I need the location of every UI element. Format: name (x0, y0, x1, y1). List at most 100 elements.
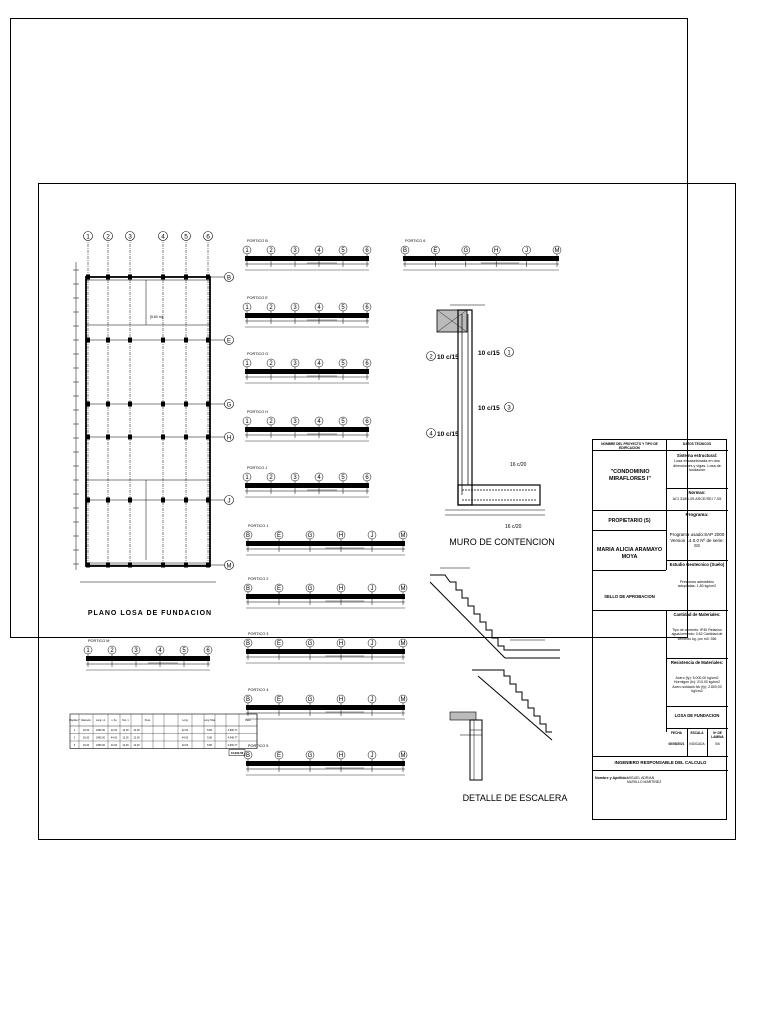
plan-row-axis-bubble (224, 272, 234, 282)
table-cell: 2450.00 (96, 729, 106, 732)
tb-cantidad-title: Cantidad de Materiales: (673, 612, 721, 617)
tb-engineer-name: MIGUEL ADRIAN MURILLO MARTINEZ (627, 776, 662, 785)
tb-engineer-title: INGENIERO RESPONSABLE DEL CALCULO (614, 760, 707, 765)
tb-header-right: DATOS TECNICOS (682, 442, 712, 446)
muro-label-2: 10 c/15 (478, 350, 500, 357)
table-cell: 44.00 (182, 737, 189, 740)
plan-dim-small: [5.60 m] (150, 315, 163, 319)
portico-axis-label: 2 (269, 419, 273, 425)
portico-axis-label: 4 (317, 475, 321, 481)
muro-label-6: 16 c/20 (505, 524, 522, 530)
plan-row-axis-label: B (227, 276, 231, 282)
table-header-cell: n. Fe (111, 719, 117, 722)
table-cell: 22.00 (111, 729, 118, 732)
table-cell: 4,948.77 (228, 737, 238, 740)
table-cell: 12.00 (122, 744, 129, 747)
portico-axis-label: E (277, 586, 281, 592)
table-header-cell: Peso (145, 719, 151, 722)
portico-axis-label: 1 (245, 305, 249, 311)
table-cell: 22.00 (182, 744, 189, 747)
table-cell: 16.00 (83, 744, 90, 747)
portico-axis-label: M (401, 753, 406, 759)
portico-axis-label: H (339, 697, 343, 703)
muro-label-3: 10 c/15 (478, 405, 500, 412)
tb-resistencia-text: Acero (fy): 5.000,00 kg/cm2 Hormigon (fc… (672, 676, 722, 694)
muro-label-4: 10 c/15 (437, 431, 459, 438)
portico-axis-label: 6 (365, 305, 369, 311)
portico-axis-label: 1 (245, 419, 249, 425)
tb-project-name: "CONDOMINIO MIRAFLORES I" (608, 469, 652, 482)
table-cell: 4,900.77 (228, 729, 238, 732)
tb-programa-title: Programa: (685, 512, 709, 517)
plan-row-axis-bubble (224, 432, 234, 442)
portico-axis-label: E (277, 753, 281, 759)
tb-owner-label: PROPIETARIO (S) (608, 518, 651, 524)
table-header-cell: Long (182, 719, 188, 722)
portico-axis-label: H (339, 533, 343, 539)
tb-lamina-value: 5/6 (715, 742, 720, 746)
plan-col-axis-bubble (181, 231, 191, 241)
table-header-cell: Long Total (204, 719, 215, 722)
table-cell: 5.58 (207, 737, 212, 740)
portico-axis-label: B (246, 586, 250, 592)
plan-title: PLANO LOSA DE FUNDACION (88, 610, 212, 617)
portico-axis-label: M (555, 248, 560, 254)
tb-owner-name: MARIA ALICIA ARAMAYO MOYA (596, 547, 663, 560)
portico-label: PORTICO 4 (248, 688, 268, 692)
tb-header-left: NOMBRE DEL PROYECTO Y TIPO DE EDIFICACIO… (601, 442, 658, 450)
table-cell: 5.58 (207, 729, 212, 732)
plan-col-axis-label: 3 (128, 234, 132, 241)
tb-escala-value: INDICADA (689, 742, 705, 746)
muro-mark-3: 3 (507, 406, 511, 412)
portico-axis-label: 4 (317, 248, 321, 254)
tb-normas-text: ACI 318S-05 ASCE/SEI 7-05 (672, 497, 722, 501)
plan-col-axis-label: 4 (161, 234, 165, 241)
table-header-cell: Planilla n° (69, 719, 80, 722)
tb-normas-title: Normas: (688, 490, 706, 495)
plan-row-axis-label: M (227, 564, 232, 570)
portico-axis-label: 5 (341, 475, 345, 481)
portico-label: PORTICO H (247, 410, 268, 414)
portico-axis-label: B (246, 753, 250, 759)
portico-axis-label: G (308, 753, 313, 759)
tb-estudio-text: Presiones admisibles adoptadas: 1.80 kg/… (677, 580, 717, 589)
portico-axis-label: 5 (341, 305, 345, 311)
tb-sistema-text: Losa encasetonada en dos direcciones y v… (673, 459, 721, 473)
portico-axis-label: 3 (293, 419, 297, 425)
portico-axis-label: H (339, 753, 343, 759)
stair-detail: DETALLE DE ESCALERA (429, 567, 567, 803)
portico-axis-label: 1 (245, 361, 249, 367)
plan-col-axis-label: 2 (106, 234, 110, 241)
portico-axis-label: B (403, 248, 407, 254)
portico-label: PORTICO G (247, 352, 268, 356)
table-cell: 1 (74, 729, 76, 732)
plan-row-axis-bubble (224, 495, 234, 505)
table-cell: 12.00 (133, 729, 140, 732)
retaining-wall-detail: 2 10 c/15 1 10 c/15 3 10 c/15 4 10 c/15 … (426, 304, 555, 547)
table-cell: 12.00 (122, 737, 129, 740)
table-cell: 12.00 (133, 744, 140, 747)
portico-axis-label: H (494, 248, 498, 254)
portico-axis-label: 2 (269, 248, 273, 254)
portico-axis-label: G (308, 533, 313, 539)
portico-axis-label: B (246, 533, 250, 539)
table-cell: 3 (74, 744, 76, 747)
table-header-cell: Nro. 1 (122, 719, 129, 722)
portico-axis-label: 6 (365, 248, 369, 254)
muro-label-5: 16 c/20 (510, 462, 527, 468)
portico-axis-label: 1 (245, 475, 249, 481)
table-header-cell: Long. x1 (96, 719, 106, 722)
portico-axis-label: 5 (182, 648, 186, 654)
portico-label: PORTICO M (88, 639, 109, 643)
